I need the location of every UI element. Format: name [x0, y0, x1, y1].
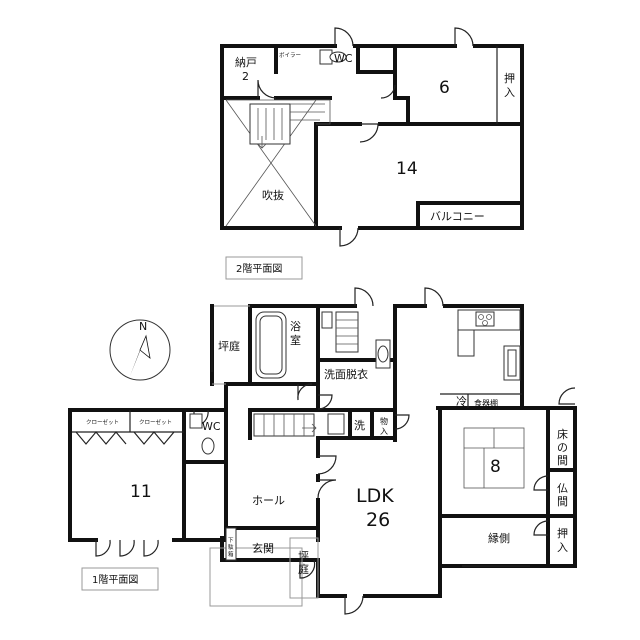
hall-label: ホール [252, 494, 285, 507]
tokonoma-label-2: の [557, 441, 568, 454]
bath-label-top: 浴 [290, 320, 301, 333]
closet-b-label: クローゼット [139, 418, 172, 426]
caption-1f-box [81, 567, 159, 591]
closet-1f-label-1: 押 [557, 526, 568, 540]
shoe-box-label-2: 駄 [228, 543, 234, 551]
storage-1f-label-bottom: 入 [380, 427, 388, 436]
bath-label-bottom: 室 [290, 333, 301, 347]
butsuma-label-1: 仏 [557, 482, 568, 495]
washroom-label: 洗面脱衣 [324, 367, 368, 381]
room-8-label: 8 [490, 457, 501, 477]
caption-1f: 1階平面図 [92, 574, 138, 586]
boiler-label: ボイラー [279, 51, 301, 59]
ldk-label: LDK [356, 485, 394, 507]
first-floor-fixtures [189, 309, 525, 561]
caption-2f: 2階平面図 [236, 263, 282, 275]
storage-number: 2 [242, 70, 249, 83]
front-garden-label-2: 庭 [298, 562, 309, 576]
front-garden-label-1: 坪 [298, 550, 309, 563]
north-label: N [139, 320, 147, 333]
second-floor-doors [257, 27, 474, 247]
room-11-label: 11 [130, 482, 152, 502]
closet-1f-label-2: 入 [557, 541, 568, 554]
void-label: 吹抜 [262, 188, 284, 202]
first-floor: 坪庭 浴 室 洗面脱衣 洗 物 入 冷 食器棚 クローゼット クローゼット WC… [68, 287, 577, 615]
storage-label: 納戸 [235, 56, 257, 69]
caption-2f-box [225, 256, 303, 280]
front-garden [209, 537, 319, 607]
shoe-box-label-1: 下 [228, 537, 234, 544]
entrance-label: 玄関 [252, 541, 274, 555]
courtyard-label: 坪庭 [218, 339, 240, 353]
ldk-size-label: 26 [366, 509, 390, 531]
balcony-label: バルコニー [430, 210, 485, 223]
storage-1f-label-top: 物 [380, 416, 388, 426]
wash-label: 洗 [354, 419, 365, 432]
first-floor-walls [68, 304, 577, 598]
closet-2f-label-top: 押 [504, 71, 515, 85]
second-floor-toilet [319, 49, 347, 65]
room-14-label: 14 [396, 159, 418, 179]
compass: N [109, 319, 171, 381]
first-floor-doors [75, 287, 576, 615]
tokonoma-label-3: 間 [557, 454, 568, 467]
cupboard-label: 食器棚 [474, 398, 498, 408]
tokonoma-label-1: 床 [557, 427, 568, 441]
second-floor-stair [225, 99, 331, 227]
closet-2f-label-bottom: 入 [504, 86, 515, 99]
fridge-label: 冷 [456, 395, 467, 408]
wc-1f-label: WC [202, 420, 221, 433]
closet-a-label: クローゼット [86, 418, 119, 426]
engawa-label: 縁側 [488, 531, 510, 545]
butsuma-label-2: 間 [557, 495, 568, 508]
wc-2f-label: WC [334, 52, 353, 65]
room-6-label: 6 [439, 78, 450, 98]
second-floor: 納戸 2 ボイラー WC 6 押 入 14 吹抜 バルコニー [220, 27, 524, 247]
second-floor-walls [220, 44, 524, 230]
shoe-box-label-3: 箱 [228, 550, 234, 558]
